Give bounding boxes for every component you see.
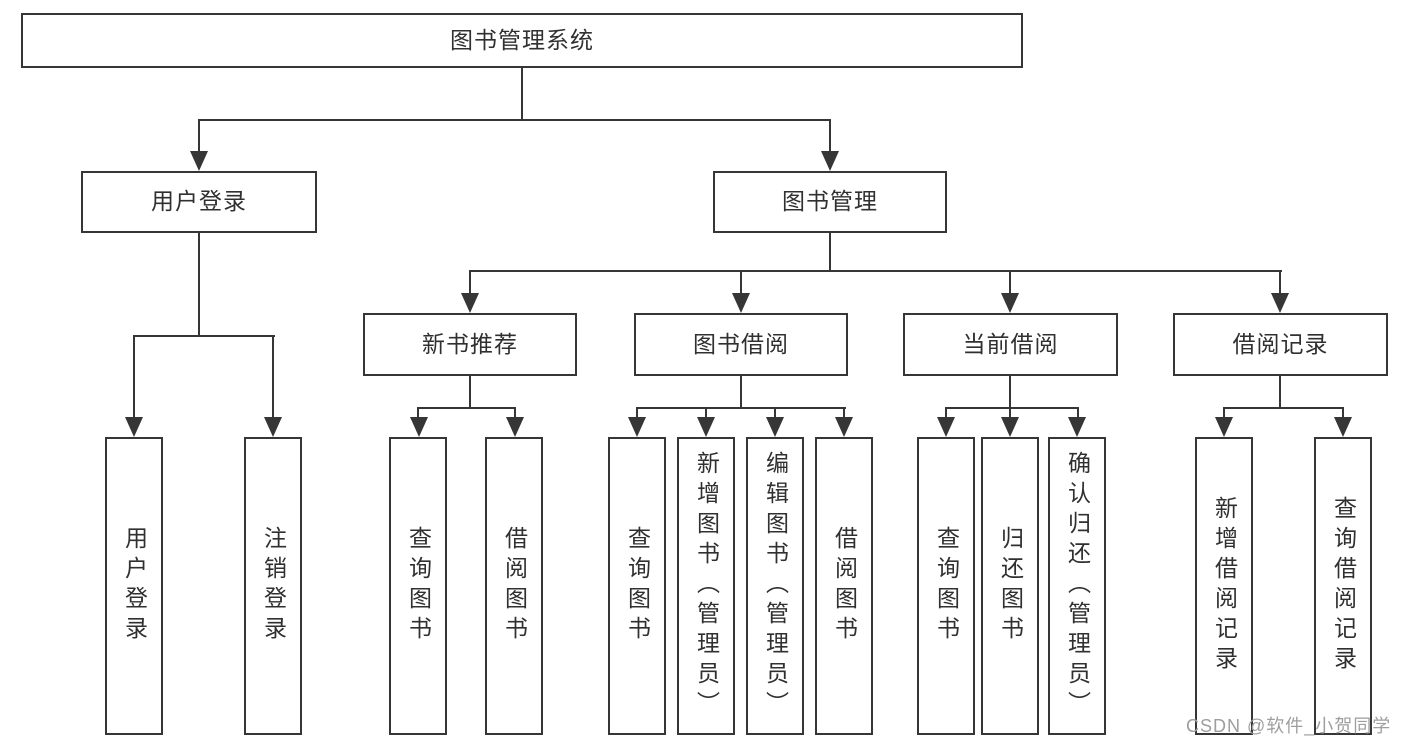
connector-line — [469, 376, 471, 409]
leaf-label: 查询图书 — [405, 526, 432, 646]
connector-line — [514, 407, 516, 421]
leaf-label: 查询图书 — [624, 526, 651, 646]
leaf-label: 借阅图书 — [831, 526, 858, 646]
leaf-label: 借阅图书 — [501, 526, 528, 646]
connector-line — [417, 407, 419, 421]
node-leaf-borrow-book: 借阅图书 — [815, 437, 873, 735]
arrow-down-icon — [697, 417, 715, 437]
leaf-label: 确认归还（管理员） — [1064, 451, 1091, 721]
arrow-down-icon — [937, 417, 955, 437]
leaf-label: 新增图书（管理员） — [693, 451, 720, 721]
leaf-label: 编辑图书（管理员） — [762, 451, 789, 721]
node-leaf-edit-book-admin: 编辑图书（管理员） — [746, 437, 804, 735]
leaf-label: 注销登录 — [260, 526, 287, 646]
node-leaf-add-borrow-record: 新增借阅记录 — [1195, 437, 1253, 735]
connector-line — [740, 376, 742, 409]
node-user-login: 用户登录 — [81, 171, 317, 233]
leaf-label: 用户登录 — [121, 526, 148, 646]
connector-line — [829, 233, 831, 272]
node-leaf-query-borrow-record: 查询借阅记录 — [1314, 437, 1372, 735]
node-leaf-borrow-book-recommend: 借阅图书 — [485, 437, 543, 735]
connector-line — [1279, 376, 1281, 409]
node-book-management: 图书管理 — [713, 171, 947, 233]
node-leaf-user-login: 用户登录 — [105, 437, 163, 735]
connector-line — [1223, 407, 1225, 421]
arrow-down-icon — [1271, 293, 1289, 313]
arrow-down-icon — [1001, 417, 1019, 437]
connector-line — [1223, 407, 1344, 409]
node-leaf-add-book-admin: 新增图书（管理员） — [677, 437, 735, 735]
arrow-down-icon — [628, 417, 646, 437]
arrow-down-icon — [264, 417, 282, 437]
connector-line — [1009, 407, 1011, 421]
connector-line — [636, 407, 638, 421]
connector-line — [740, 270, 742, 298]
connector-line — [636, 407, 846, 409]
connector-line — [774, 407, 776, 421]
leaf-label: 查询图书 — [933, 526, 960, 646]
arrow-down-icon — [1215, 417, 1233, 437]
arrow-down-icon — [506, 417, 524, 437]
connector-line — [945, 407, 1079, 409]
node-leaf-return-book: 归还图书 — [981, 437, 1039, 735]
arrow-down-icon — [410, 417, 428, 437]
connector-line — [829, 119, 831, 156]
connector-line — [198, 119, 200, 156]
arrow-down-icon — [125, 417, 143, 437]
connector-line — [843, 407, 845, 421]
connector-line — [705, 407, 707, 421]
connector-line — [945, 407, 947, 421]
arrow-down-icon — [190, 151, 208, 171]
node-leaf-query-book-borrow: 查询图书 — [608, 437, 666, 735]
connector-line — [1342, 407, 1344, 421]
arrow-down-icon — [1068, 417, 1086, 437]
connector-line — [272, 335, 274, 421]
connector-line — [1009, 376, 1011, 409]
arrow-down-icon — [766, 417, 784, 437]
node-leaf-query-book-current: 查询图书 — [917, 437, 975, 735]
connector-line — [198, 119, 831, 121]
node-leaf-confirm-return-admin: 确认归还（管理员） — [1048, 437, 1106, 735]
connector-line — [469, 270, 1282, 272]
arrow-down-icon — [732, 293, 750, 313]
arrow-down-icon — [835, 417, 853, 437]
node-leaf-logout: 注销登录 — [244, 437, 302, 735]
watermark: CSDN @软件_小贺同学 — [1186, 716, 1392, 736]
connector-line — [133, 335, 135, 421]
node-book-borrow: 图书借阅 — [634, 313, 848, 376]
arrow-down-icon — [821, 151, 839, 171]
connector-line — [1077, 407, 1079, 421]
leaf-label: 归还图书 — [997, 526, 1024, 646]
connector-line — [521, 66, 523, 121]
leaf-label: 查询借阅记录 — [1330, 496, 1357, 676]
connector-line — [469, 270, 471, 298]
connector-line — [1279, 270, 1281, 298]
node-leaf-query-book-recommend: 查询图书 — [389, 437, 447, 735]
node-new-book-recommend: 新书推荐 — [363, 313, 577, 376]
connector-line — [417, 407, 516, 409]
arrow-down-icon — [1001, 293, 1019, 313]
node-current-borrow: 当前借阅 — [903, 313, 1118, 376]
connector-line — [133, 335, 275, 337]
connector-line — [198, 233, 200, 337]
leaf-label: 新增借阅记录 — [1211, 496, 1238, 676]
arrow-down-icon — [1334, 417, 1352, 437]
arrow-down-icon — [461, 293, 479, 313]
node-root: 图书管理系统 — [21, 13, 1023, 68]
connector-line — [1009, 270, 1011, 298]
node-borrow-record: 借阅记录 — [1173, 313, 1388, 376]
